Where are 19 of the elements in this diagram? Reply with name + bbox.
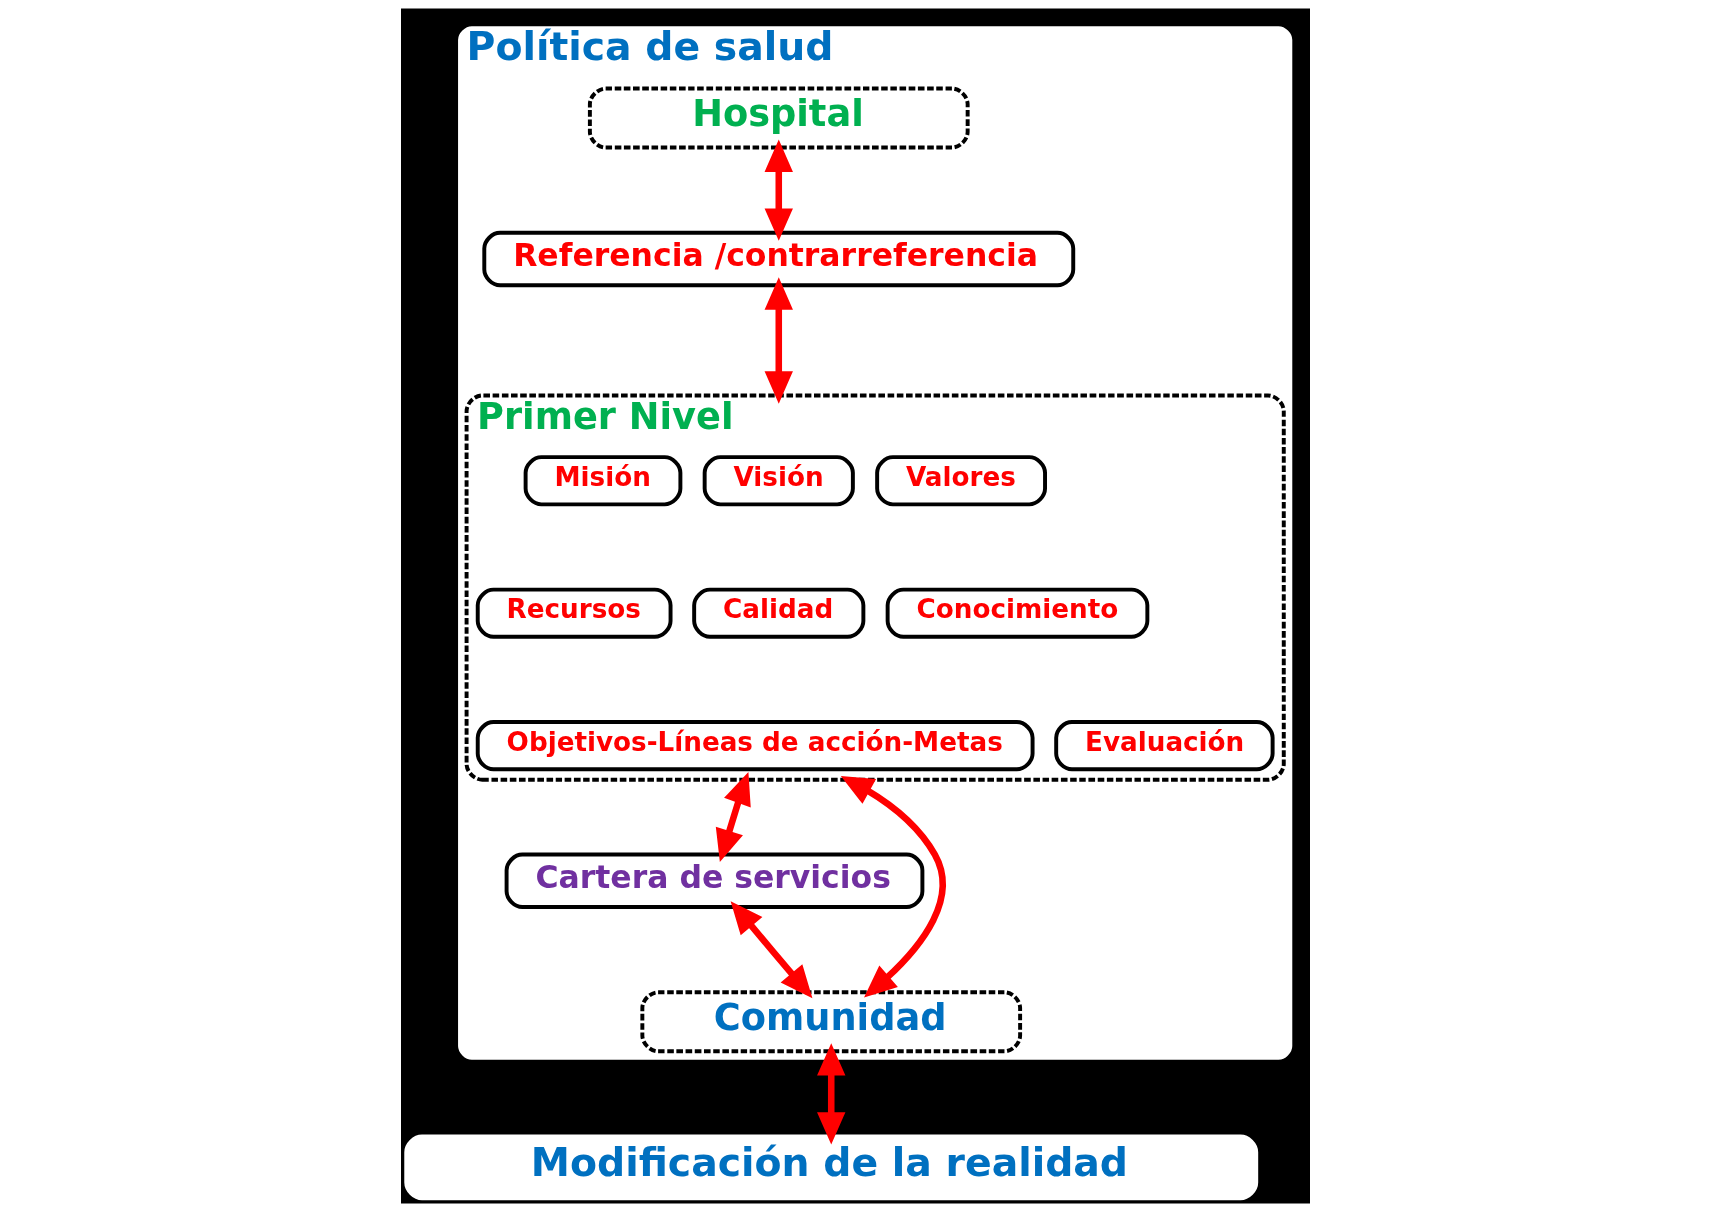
node-box: Objetivos-Líneas de acción-Metas	[475, 720, 1035, 772]
node-box: Conocimiento	[885, 587, 1150, 639]
arrow	[730, 901, 813, 999]
node-box: Modificación de la realidad	[404, 1134, 1259, 1201]
node-box: Evaluación	[1054, 720, 1275, 772]
node-box: Comunidad	[640, 990, 1023, 1054]
node-box: Visión	[702, 455, 855, 507]
node-box: Misión	[523, 455, 683, 507]
arrow	[840, 775, 946, 998]
node-box: Hospital	[587, 86, 970, 150]
arrow	[764, 277, 793, 404]
node-box: Cartera de servicios	[504, 852, 925, 909]
node-box: Calidad	[692, 587, 866, 639]
arrow	[764, 139, 793, 241]
node-box: Valores	[875, 455, 1047, 507]
arrow	[715, 772, 751, 862]
node-box: Recursos	[475, 587, 673, 639]
node-box: Referencia /contrarreferencia	[482, 230, 1076, 288]
arrow	[817, 1043, 846, 1145]
